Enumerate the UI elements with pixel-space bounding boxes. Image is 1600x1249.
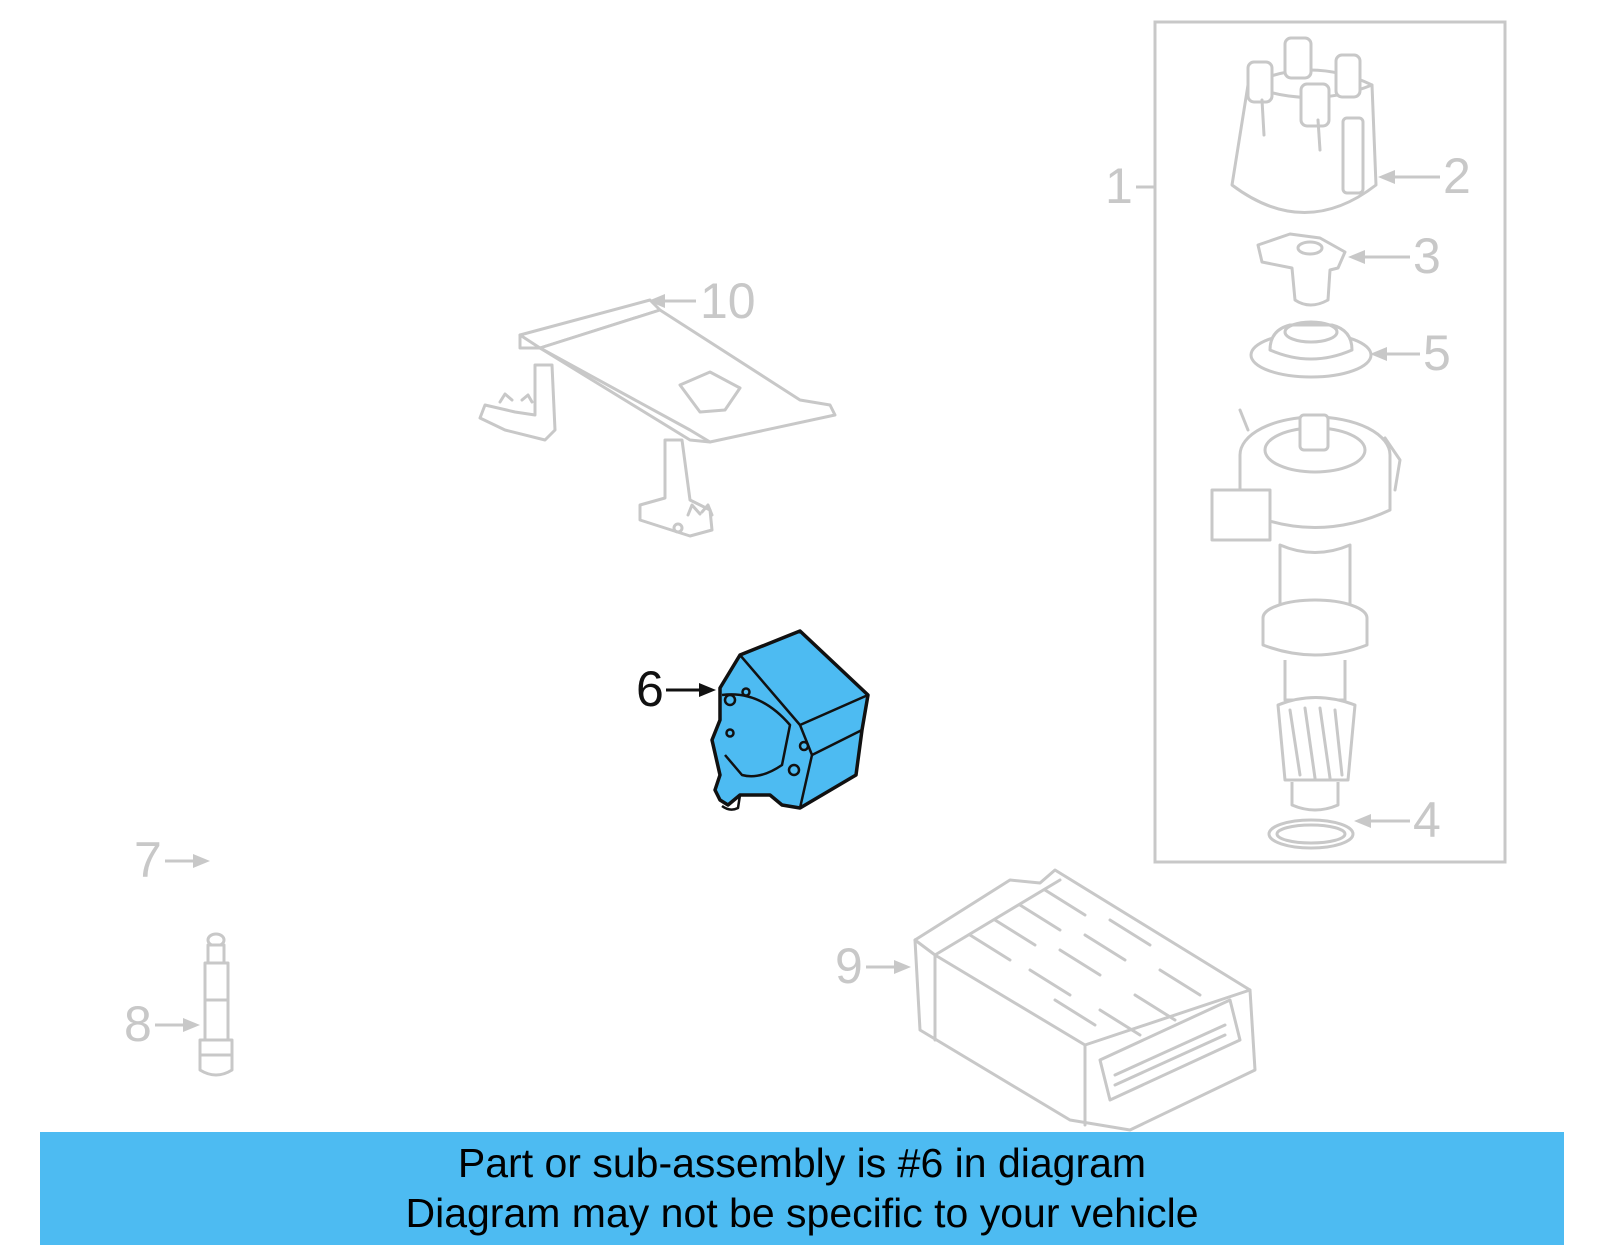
assembly-box [1153,20,1507,864]
o-ring-part[interactable] [1267,818,1355,850]
rod-part[interactable] [207,610,644,882]
seal-part[interactable] [1249,320,1373,379]
callout-label-2: 2 [1443,148,1471,204]
callout-label-8: 8 [124,996,152,1052]
ignition-coil-part[interactable] [710,629,870,811]
callout-3[interactable]: 3 [1348,228,1441,284]
callout-label-1: 1 [1105,158,1133,214]
callout-7[interactable]: 7 [134,832,210,888]
callout-8[interactable]: 8 [124,996,200,1052]
callout-label-5: 5 [1423,325,1451,381]
rotor-part[interactable] [1256,232,1347,307]
distributor-body-part[interactable] [1210,408,1402,812]
info-banner: Part or sub-assembly is #6 in diagram Di… [40,1132,1564,1245]
callout-10[interactable]: 10 [648,273,756,329]
callout-label-7: 7 [134,832,162,888]
plug-connector-part[interactable] [198,932,234,1077]
callout-9[interactable]: 9 [835,938,911,994]
callout-label-6: 6 [636,661,664,717]
callout-label-4: 4 [1413,792,1441,848]
callout-label-9: 9 [835,938,863,994]
banner-line-2: Diagram may not be specific to your vehi… [405,1190,1199,1236]
callout-1[interactable]: 1 [1105,158,1155,214]
control-module-part[interactable] [913,868,1257,1132]
callout-2[interactable]: 2 [1378,148,1471,204]
callout-label-3: 3 [1413,228,1441,284]
banner-line-1: Part or sub-assembly is #6 in diagram [457,1140,1147,1186]
callout-4[interactable]: 4 [1354,792,1441,848]
bracket-part[interactable] [478,298,837,538]
callout-5[interactable]: 5 [1370,325,1451,381]
distributor-cap-part[interactable] [1230,36,1378,214]
distributor-assembly-group[interactable] [1153,20,1507,864]
callout-6[interactable]: 6 [636,661,716,717]
callout-label-10: 10 [700,273,756,329]
